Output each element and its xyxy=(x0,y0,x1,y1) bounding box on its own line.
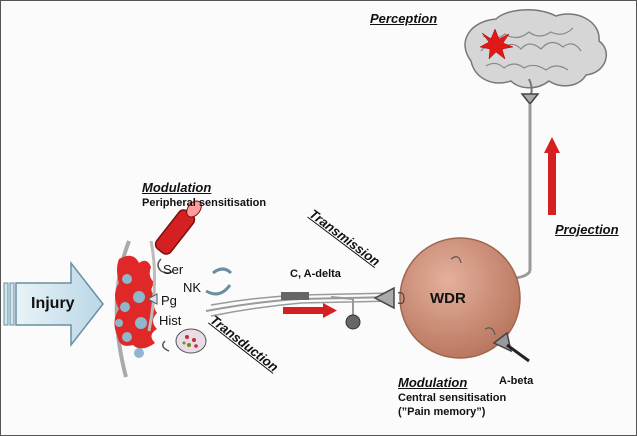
injury-label: Injury xyxy=(31,295,75,312)
mast-cell-icon xyxy=(175,328,207,354)
neurokinin-label: NK xyxy=(183,280,202,295)
brain-icon xyxy=(464,9,608,96)
ganglion-icon xyxy=(345,314,361,330)
projection-heading: Projection xyxy=(555,222,619,237)
a-beta-label: A-beta xyxy=(499,375,534,387)
serotonin-label: Ser xyxy=(163,262,184,277)
projection-arrow-icon xyxy=(544,137,560,215)
peripheral-sensitisation-label: Peripheral sensitisation xyxy=(142,197,267,209)
pain-memory-label: (”Pain memory”) xyxy=(398,406,486,418)
direction-arrow-icon xyxy=(283,303,337,318)
pain-star-icon xyxy=(479,28,514,60)
modulation-peripheral-heading: Modulation xyxy=(142,180,212,195)
prostaglandin-label: Pg xyxy=(161,293,177,308)
injured-tissue-icon xyxy=(114,240,157,378)
central-sensitisation-label: Central sensitisation xyxy=(398,392,507,404)
perception-heading: Perception xyxy=(370,11,438,26)
c-adelta-label: C, A-delta xyxy=(290,268,341,280)
synapse-triangle-icon xyxy=(520,93,540,106)
histamine-label: Hist xyxy=(159,313,182,328)
modulation-central-heading: Modulation xyxy=(398,375,468,390)
wdr-label: WDR xyxy=(430,290,466,307)
blood-vessel-icon xyxy=(154,200,202,274)
injury-arrow-icon xyxy=(3,260,104,348)
synapse-triangle-icon xyxy=(373,286,395,310)
